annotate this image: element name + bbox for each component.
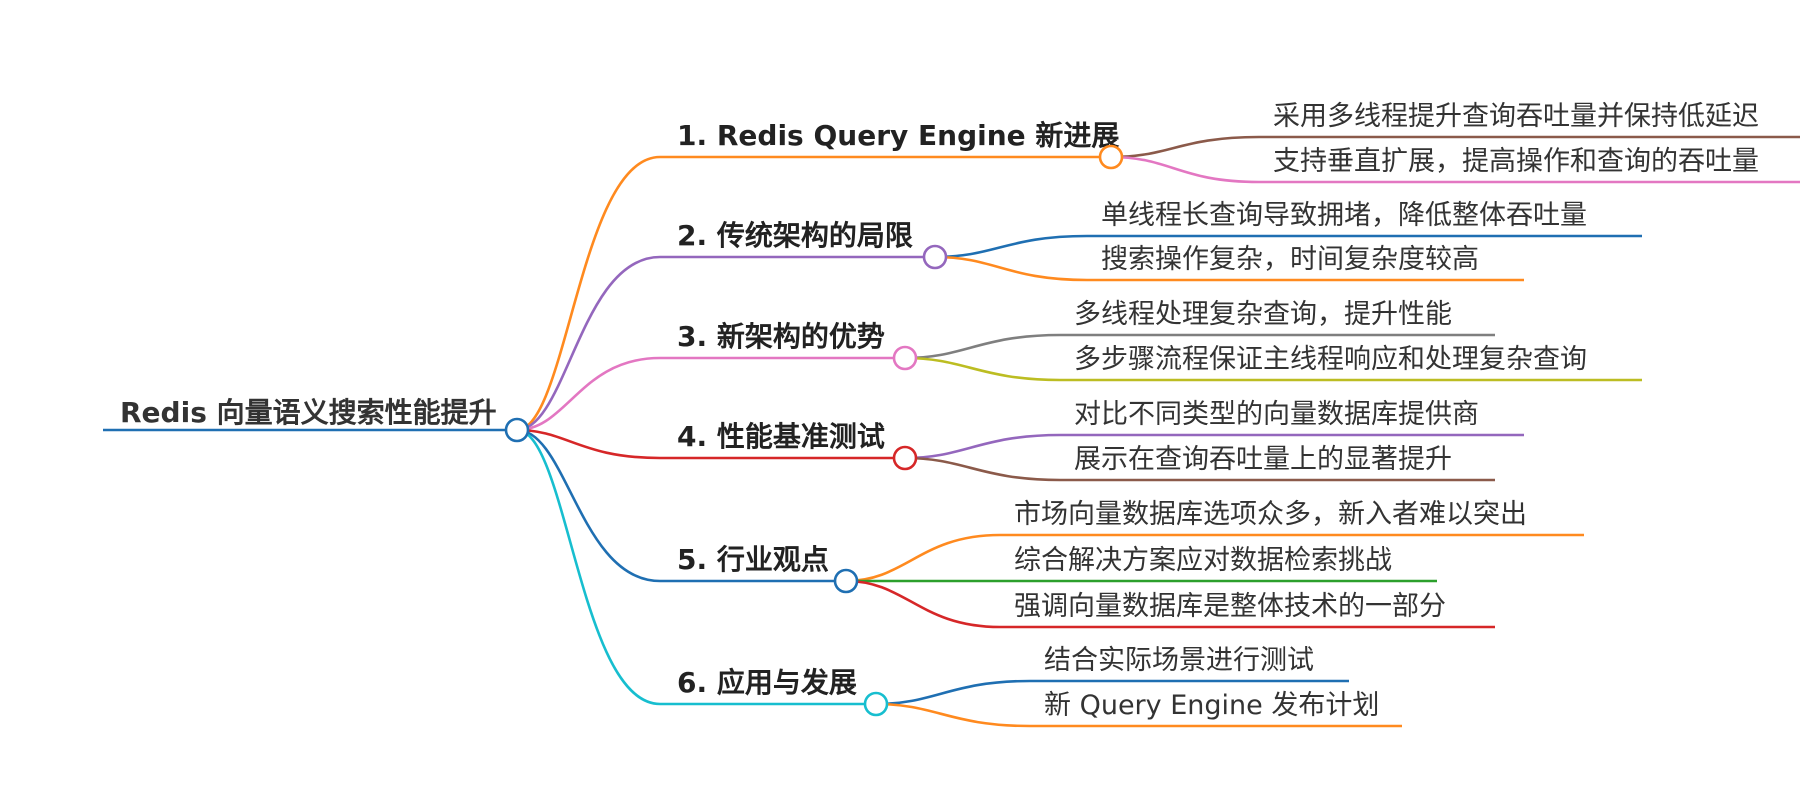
branch-4-label[interactable]: 4. 性能基准测试 <box>677 420 885 453</box>
leaf-1-2-label[interactable]: 支持垂直扩展，提高操作和查询的吞吐量 <box>1273 146 1759 177</box>
branch-3-toggle-circle[interactable] <box>892 345 918 371</box>
leaf-4-1-label[interactable]: 对比不同类型的向量数据库提供商 <box>1074 399 1479 430</box>
edge-branch-5-leaf-3 <box>845 579 1001 629</box>
edge-layer <box>103 135 1800 728</box>
edge-root-branch-4 <box>516 428 661 460</box>
leaf-4-2-label[interactable]: 展示在查询吞吐量上的显著提升 <box>1074 444 1452 475</box>
branch-1-toggle-circle[interactable] <box>1098 144 1124 170</box>
edge-root-branch-1 <box>516 155 661 432</box>
edge-branch-3-leaf-1 <box>904 333 1061 360</box>
edge-branch-6-leaf-2 <box>875 702 1031 728</box>
leaf-6-2-label[interactable]: 新 Query Engine 发布计划 <box>1044 690 1379 721</box>
root-toggle-circle[interactable] <box>504 417 530 443</box>
edge-root-branch-5 <box>516 428 661 583</box>
edge-branch-6-leaf-1 <box>875 679 1031 706</box>
branch-5-toggle-circle[interactable] <box>833 568 859 594</box>
node-layer: Redis 向量语义搜索性能提升 1. Redis Query Engine 新进… <box>120 101 1759 721</box>
edge-branch-4-leaf-2 <box>904 456 1061 482</box>
leaf-2-2-label[interactable]: 搜索操作复杂，时间复杂度较高 <box>1101 244 1479 275</box>
branch-1-label[interactable]: 1. Redis Query Engine 新进展 <box>677 119 1119 152</box>
edge-root-branch-3 <box>516 356 661 432</box>
leaf-6-1-label[interactable]: 结合实际场景进行测试 <box>1044 645 1314 676</box>
branch-6-label[interactable]: 6. 应用与发展 <box>677 666 857 699</box>
edge-branch-2-leaf-1 <box>934 234 1088 259</box>
branch-2-toggle-circle[interactable] <box>922 244 948 270</box>
edge-root-branch-6 <box>516 428 661 706</box>
branch-5-label[interactable]: 5. 行业观点 <box>677 543 829 576</box>
edge-branch-4-leaf-1 <box>904 433 1061 460</box>
branch-2-label[interactable]: 2. 传统架构的局限 <box>677 219 913 252</box>
edge-branch-5-leaf-1 <box>845 533 1001 583</box>
branch-3-label[interactable]: 3. 新架构的优势 <box>677 320 885 353</box>
leaf-3-2-label[interactable]: 多步骤流程保证主线程响应和处理复杂查询 <box>1074 344 1587 375</box>
leaf-1-1-label[interactable]: 采用多线程提升查询吞吐量并保持低延迟 <box>1273 101 1759 132</box>
leaf-2-1-label[interactable]: 单线程长查询导致拥堵，降低整体吞吐量 <box>1101 200 1587 231</box>
leaf-5-1-label[interactable]: 市场向量数据库选项众多，新入者难以突出 <box>1014 499 1527 530</box>
leaf-5-3-label[interactable]: 强调向量数据库是整体技术的一部分 <box>1014 591 1446 622</box>
branch-6-toggle-circle[interactable] <box>863 691 889 717</box>
branch-4-toggle-circle[interactable] <box>892 445 918 471</box>
edge-branch-1-leaf-2 <box>1110 155 1260 184</box>
edge-root-branch-2 <box>516 255 661 432</box>
leaf-3-1-label[interactable]: 多线程处理复杂查询，提升性能 <box>1074 299 1452 330</box>
root-topic-label[interactable]: Redis 向量语义搜索性能提升 <box>120 396 497 429</box>
edge-branch-3-leaf-2 <box>904 356 1061 382</box>
edge-branch-2-leaf-2 <box>934 255 1088 282</box>
edge-branch-1-leaf-1 <box>1110 135 1260 159</box>
leaf-5-2-label[interactable]: 综合解决方案应对数据检索挑战 <box>1014 545 1392 576</box>
